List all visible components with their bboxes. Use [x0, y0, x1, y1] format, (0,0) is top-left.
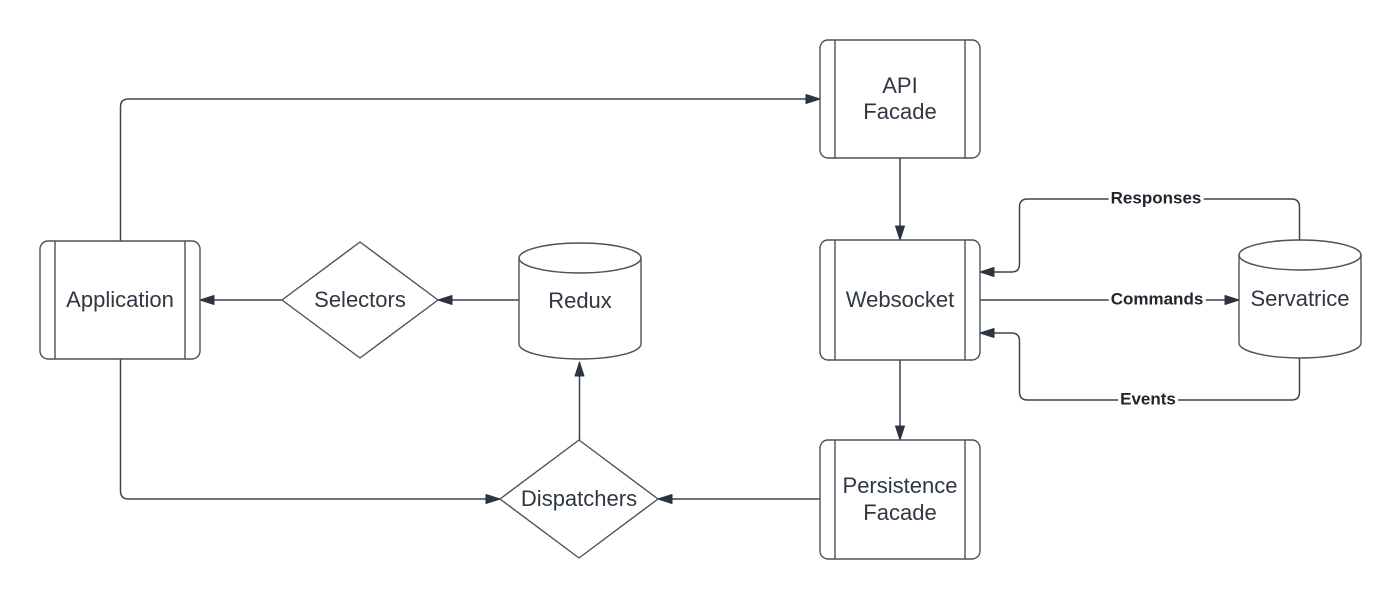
redux-shape [518, 242, 642, 360]
servatrice-shape [1238, 239, 1362, 359]
node-dispatchers[interactable] [499, 439, 659, 559]
edge-application-to-api-facade[interactable] [119, 94, 821, 241]
node-selectors[interactable] [281, 241, 439, 359]
api-facade-shape [819, 39, 981, 159]
redux-top-rim [518, 257, 642, 274]
edge-responses[interactable] [979, 198, 1301, 277]
persistence-facade-shape [819, 439, 981, 560]
selectors-shape [281, 241, 439, 359]
edge-events[interactable] [979, 328, 1301, 401]
application-shape [39, 240, 201, 360]
node-redux[interactable] [518, 242, 642, 360]
node-persistence-facade[interactable] [819, 439, 981, 560]
edge-application-to-dispatchers[interactable] [119, 359, 501, 504]
node-layer [39, 39, 1362, 560]
node-api-facade[interactable] [819, 39, 981, 159]
node-servatrice[interactable] [1238, 239, 1362, 359]
websocket-shape [819, 239, 981, 361]
node-application[interactable] [39, 240, 201, 360]
node-websocket[interactable] [819, 239, 981, 361]
dispatchers-shape [499, 439, 659, 559]
servatrice-top-rim [1238, 254, 1362, 271]
